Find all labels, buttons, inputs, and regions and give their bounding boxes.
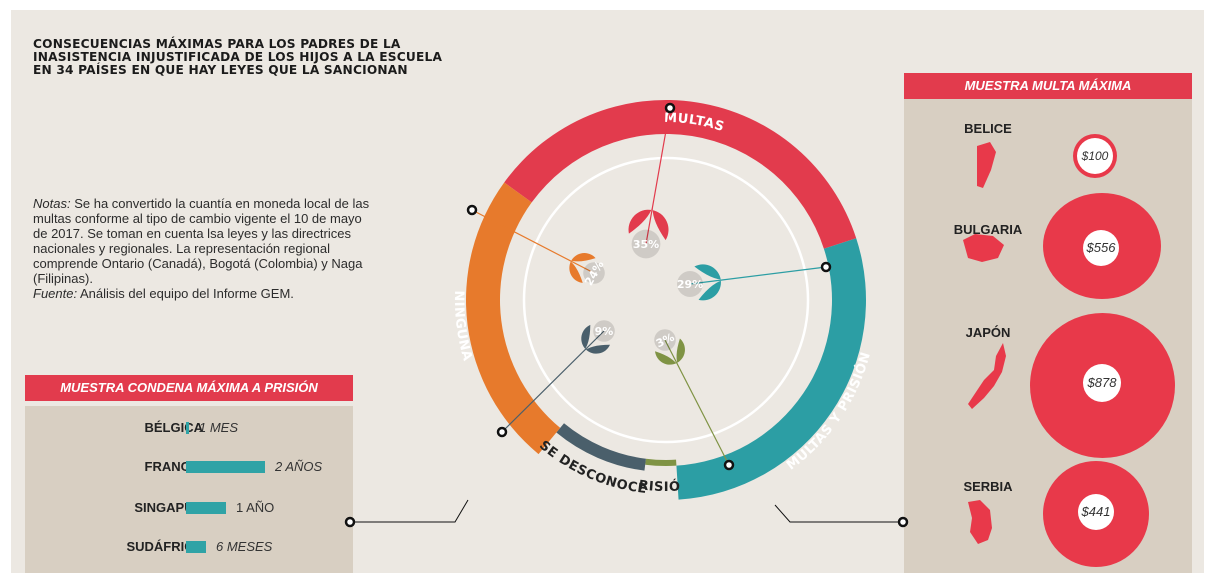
leader-line-0 [645, 107, 671, 245]
serbia-map-icon [968, 500, 992, 544]
leader-line-4 [471, 209, 595, 274]
notes-block: Notas: Se ha convertido la cuantía en mo… [33, 196, 373, 301]
right-connector-dot [897, 516, 909, 528]
fine-country: BULGARIA [953, 222, 1023, 237]
prison-row-singapur: SINGAPUR 1 AÑO [25, 498, 353, 518]
prison-country: SINGAPUR [134, 500, 203, 515]
pin-marker-1 [694, 264, 726, 301]
segment-3 [556, 423, 646, 471]
pin-core-3 [593, 320, 615, 342]
prison-row-francia: FRANCIA 2 AÑOS [25, 457, 353, 477]
segment-1 [676, 238, 866, 500]
fine-amount: $878 [1083, 364, 1121, 402]
value-label-1: 29% [677, 278, 703, 291]
prison-duration: 2 AÑOS [275, 459, 323, 474]
pin-marker-3 [581, 324, 610, 354]
leader-line-2 [664, 339, 730, 466]
right-connector-line [774, 504, 903, 523]
bulgaria-map-icon [963, 234, 1004, 262]
anchor-dot-1 [820, 261, 832, 273]
segment-2 [645, 458, 677, 466]
notes-body: Se ha convertido la cuantía en moneda lo… [33, 196, 370, 286]
left-connector-dot [344, 516, 356, 528]
notes-text: Notas: Se ha convertido la cuantía en mo… [33, 196, 373, 286]
prison-duration: 6 MESES [216, 539, 273, 554]
japon-map-icon [968, 343, 1006, 409]
segment-4 [466, 182, 561, 455]
leader-line-3 [501, 330, 605, 433]
fine-amount: $556 [1083, 230, 1119, 266]
inner-guide-ring [522, 156, 810, 444]
anchor-dot-2 [723, 459, 735, 471]
anchor-dot-0 [664, 102, 676, 114]
pin-marker-4 [567, 253, 596, 283]
fine-country: SERBIA [963, 479, 1013, 494]
prison-duration: 1 AÑO [236, 500, 275, 515]
pin-core-4 [583, 262, 605, 284]
prison-duration: 1 MES [199, 420, 239, 435]
pin-marker-0 [628, 204, 669, 241]
prison-sample-header: MUESTRA CONDENA MÁXIMA A PRISIÓN [25, 375, 353, 401]
prison-bar [186, 461, 265, 473]
source-label: Fuente: [33, 286, 78, 301]
fine-sample-header: MUESTRA MULTA MÁXIMA [904, 73, 1192, 99]
pin-marker-2 [655, 338, 685, 367]
notes-label: Notas: [33, 196, 71, 211]
source-body: Análisis del equipo del Informe GEM. [80, 286, 294, 301]
prison-country: SUDÁFRICA [126, 539, 203, 554]
fine-country: JAPÓN [965, 325, 1011, 340]
fine-country: BELICE [964, 121, 1012, 136]
source-text: Fuente: Análisis del equipo del Informe … [33, 286, 373, 301]
pin-core-1 [677, 271, 703, 297]
leader-line-1 [689, 266, 827, 285]
chart-title: Consecuencias máximas para los padres de… [33, 37, 443, 77]
pin-core-2 [654, 329, 676, 351]
value-label-3: 9% [595, 325, 614, 338]
segment-0 [504, 100, 857, 249]
value-label-0: 35% [633, 238, 659, 251]
pin-core-0 [631, 229, 661, 259]
belice-map-icon [977, 142, 996, 188]
left-connector-line [350, 499, 469, 523]
prison-bar [186, 541, 206, 553]
prison-bar [186, 502, 226, 514]
anchor-dot-3 [496, 426, 508, 438]
prison-row-sudafrica: SUDÁFRICA 6 MESES [25, 537, 353, 557]
prison-row-belgica: BÉLGICA 1 MES [25, 418, 353, 438]
fine-amount: $100 [1077, 138, 1113, 174]
anchor-dot-4 [466, 204, 478, 216]
category-label-2: PRISIÓN [0, 0, 681, 495]
prison-bar [186, 422, 189, 434]
fine-amount: $441 [1078, 494, 1114, 530]
